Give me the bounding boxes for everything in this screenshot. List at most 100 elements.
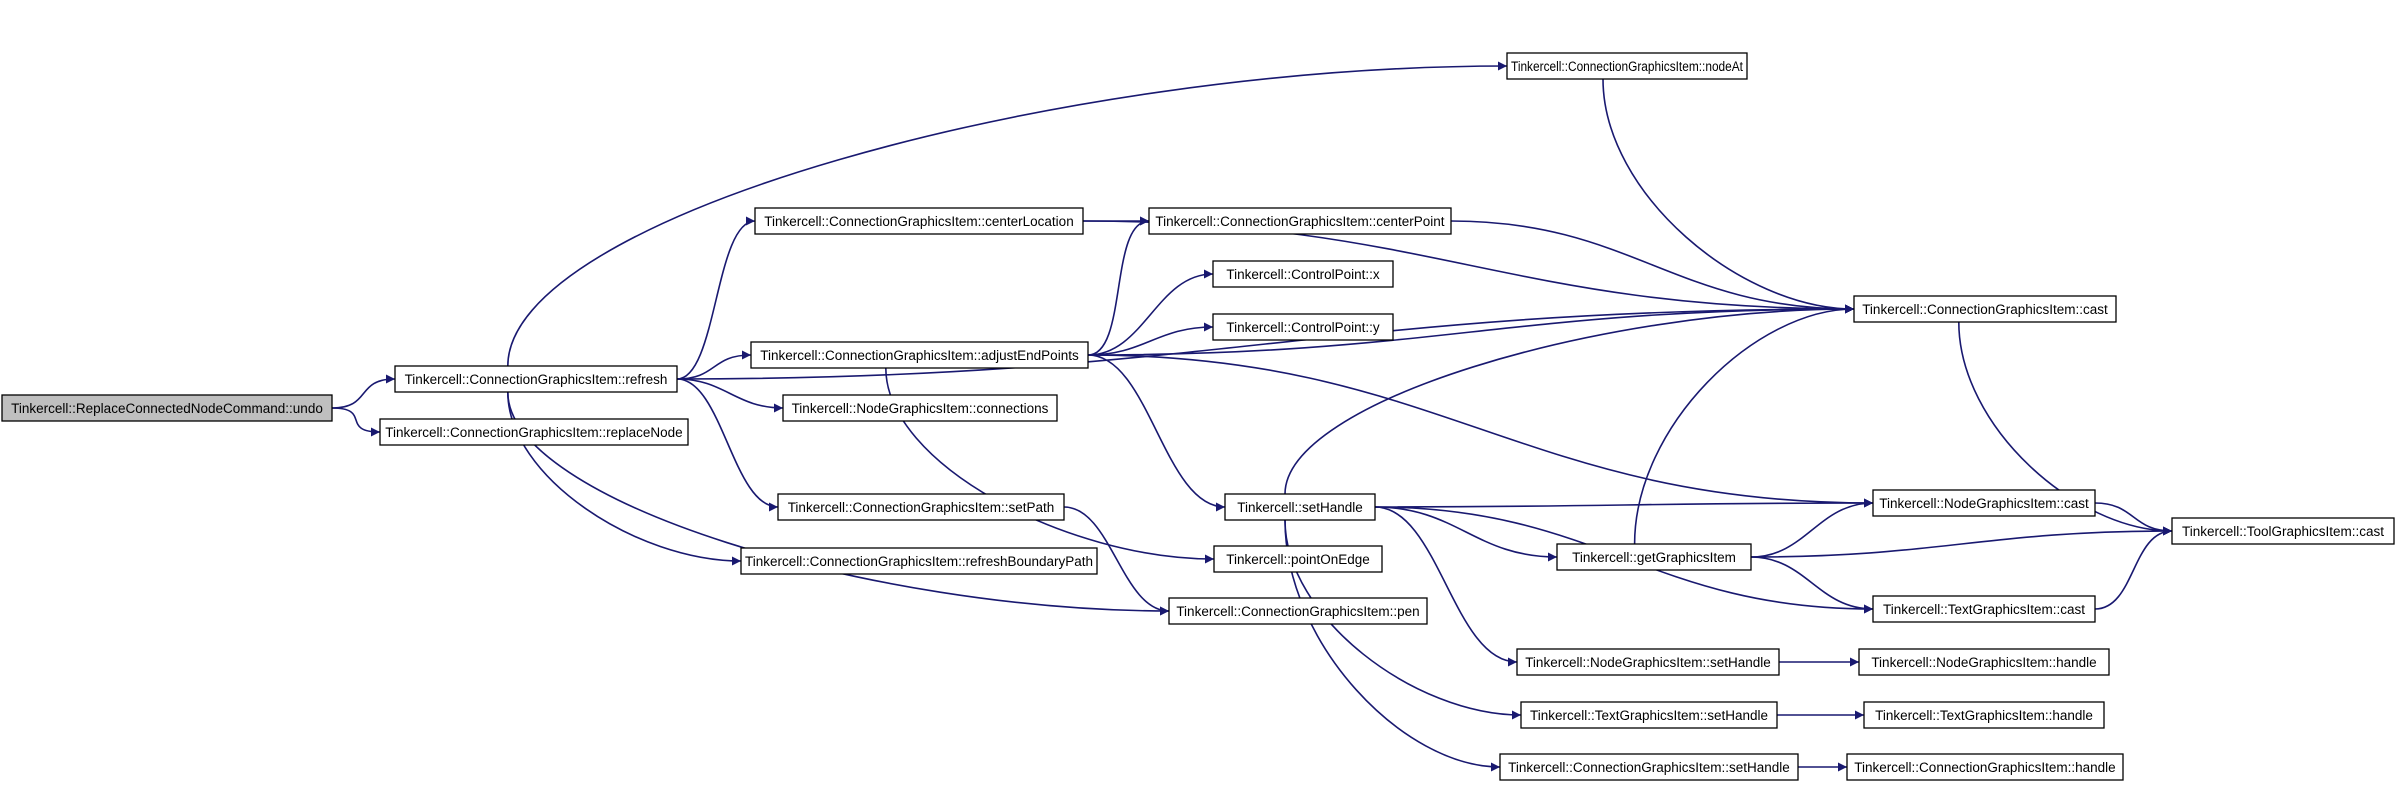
node-setPath[interactable]: Tinkercell::ConnectionGraphicsItem::setP… — [777, 493, 1065, 521]
node-refresh[interactable]: Tinkercell::ConnectionGraphicsItem::refr… — [394, 365, 678, 393]
node-ngiHandle[interactable]: Tinkercell::NodeGraphicsItem::handle — [1858, 648, 2110, 676]
nodes-layer: Tinkercell::ReplaceConnectedNodeCommand:… — [1, 52, 2395, 781]
node-label: Tinkercell::TextGraphicsItem::handle — [1875, 708, 2093, 723]
edge-adjustEndPoints-to-centerPoint — [1087, 216, 1150, 356]
node-label: Tinkercell::getGraphicsItem — [1572, 550, 1736, 565]
node-label: Tinkercell::ConnectionGraphicsItem::adju… — [760, 348, 1079, 363]
edge-line — [1602, 78, 1855, 314]
node-box — [777, 493, 1065, 521]
edge-line — [676, 350, 752, 380]
node-label: Tinkercell::ConnectionGraphicsItem::pen — [1176, 604, 1419, 619]
node-box — [754, 207, 1084, 235]
edge-line — [1750, 498, 1874, 558]
node-label: Tinkercell::ConnectionGraphicsItem::setH… — [1508, 760, 1790, 775]
edge-line — [1087, 354, 1874, 508]
edge-line — [1450, 220, 1855, 314]
node-label: Tinkercell::NodeGraphicsItem::setHandle — [1525, 655, 1771, 670]
edge-refresh-to-nodeAt — [507, 61, 1508, 367]
node-setHandle[interactable]: Tinkercell::setHandle — [1224, 493, 1376, 521]
node-label: Tinkercell::ControlPoint::x — [1226, 267, 1380, 282]
node-box — [1224, 493, 1376, 521]
node-ngiSetHandle[interactable]: Tinkercell::NodeGraphicsItem::setHandle — [1516, 648, 1780, 676]
node-undo[interactable]: Tinkercell::ReplaceConnectedNodeCommand:… — [1, 394, 333, 422]
node-label: Tinkercell::setHandle — [1237, 500, 1363, 515]
edge-getGraphicsItem-to-tgiCast — [1750, 526, 2173, 558]
node-label: Tinkercell::ConnectionGraphicsItem::setP… — [788, 500, 1055, 515]
node-box — [1168, 597, 1428, 625]
node-txtCast[interactable]: Tinkercell::TextGraphicsItem::cast — [1872, 595, 2096, 623]
node-box — [1846, 753, 2124, 781]
node-box — [750, 341, 1089, 369]
edge-setHandle-to-getGraphicsItem — [1374, 506, 1558, 562]
node-cgiHandle[interactable]: Tinkercell::ConnectionGraphicsItem::hand… — [1846, 753, 2124, 781]
edge-line — [1087, 216, 1150, 356]
node-label: Tinkercell::ConnectionGraphicsItem::refr… — [745, 554, 1093, 569]
node-box — [1516, 648, 1780, 676]
node-cpx[interactable]: Tinkercell::ControlPoint::x — [1212, 260, 1394, 288]
node-refreshBoundaryPath[interactable]: Tinkercell::ConnectionGraphicsItem::refr… — [740, 547, 1098, 575]
node-box — [1, 394, 333, 422]
node-box — [740, 547, 1098, 575]
edge-line — [676, 378, 784, 413]
edge-line — [1750, 556, 1874, 614]
edge-line — [1087, 304, 1855, 356]
edge-cgiCast-to-tgiCast — [1958, 321, 2173, 536]
edge-refresh-to-connections — [676, 378, 784, 413]
edge-line — [1087, 269, 1214, 356]
node-label: Tinkercell::ConnectionGraphicsItem::node… — [1511, 59, 1743, 74]
edge-refresh-to-centerLocation — [676, 216, 756, 380]
node-label: Tinkercell::pointOnEdge — [1226, 552, 1370, 567]
node-label: Tinkercell::ConnectionGraphicsItem::refr… — [405, 372, 668, 387]
node-tgiCast[interactable]: Tinkercell::ToolGraphicsItem::cast — [2171, 517, 2395, 545]
edge-adjustEndPoints-to-setHandle — [1087, 354, 1226, 512]
node-box — [782, 394, 1058, 422]
edge-refresh-to-cgiCast — [676, 304, 1855, 380]
edge-line — [507, 61, 1508, 367]
node-txtHandle[interactable]: Tinkercell::TextGraphicsItem::handle — [1863, 701, 2105, 729]
node-pointOnEdge[interactable]: Tinkercell::pointOnEdge — [1213, 545, 1383, 573]
edge-undo-to-refresh — [331, 374, 396, 409]
node-label: Tinkercell::TextGraphicsItem::setHandle — [1530, 708, 1768, 723]
node-ngiCast[interactable]: Tinkercell::NodeGraphicsItem::cast — [1872, 489, 2096, 517]
node-replaceNode[interactable]: Tinkercell::ConnectionGraphicsItem::repl… — [379, 418, 689, 446]
node-label: Tinkercell::ReplaceConnectedNodeCommand:… — [11, 401, 323, 416]
node-cgiSetHandle[interactable]: Tinkercell::ConnectionGraphicsItem::setH… — [1499, 753, 1799, 781]
node-box — [2171, 517, 2395, 545]
node-cpy[interactable]: Tinkercell::ControlPoint::y — [1212, 313, 1394, 341]
node-box — [1148, 207, 1452, 235]
node-box — [1506, 52, 1748, 80]
edge-line — [676, 216, 756, 380]
node-connections[interactable]: Tinkercell::NodeGraphicsItem::connection… — [782, 394, 1058, 422]
node-label: Tinkercell::ConnectionGraphicsItem::hand… — [1854, 760, 2115, 775]
node-txtSetHandle[interactable]: Tinkercell::TextGraphicsItem::setHandle — [1520, 701, 1778, 729]
node-box — [1556, 543, 1752, 571]
node-adjustEndPoints[interactable]: Tinkercell::ConnectionGraphicsItem::adju… — [750, 341, 1089, 369]
edge-line — [1633, 304, 1855, 545]
node-pen[interactable]: Tinkercell::ConnectionGraphicsItem::pen — [1168, 597, 1428, 625]
edge-txtCast-to-tgiCast — [2094, 526, 2173, 610]
node-box — [394, 365, 678, 393]
node-label: Tinkercell::ControlPoint::y — [1226, 320, 1380, 335]
edge-line — [676, 378, 779, 512]
node-cgiCast[interactable]: Tinkercell::ConnectionGraphicsItem::cast — [1853, 295, 2117, 323]
edge-setHandle-to-cgiCast — [1284, 304, 1855, 495]
node-label: Tinkercell::ConnectionGraphicsItem::cent… — [1155, 214, 1444, 229]
edge-getGraphicsItem-to-ngiCast — [1750, 498, 1874, 558]
node-label: Tinkercell::ToolGraphicsItem::cast — [2182, 524, 2384, 539]
node-nodeAt[interactable]: Tinkercell::ConnectionGraphicsItem::node… — [1506, 52, 1748, 80]
edge-line — [2094, 502, 2173, 536]
node-label: Tinkercell::NodeGraphicsItem::cast — [1879, 496, 2089, 511]
edge-adjustEndPoints-to-ngiCast — [1087, 354, 1874, 508]
node-label: Tinkercell::ConnectionGraphicsItem::cent… — [764, 214, 1073, 229]
edge-getGraphicsItem-to-cgiCast — [1633, 304, 1855, 545]
edge-setHandle-to-ngiSetHandle — [1374, 506, 1518, 667]
node-getGraphicsItem[interactable]: Tinkercell::getGraphicsItem — [1556, 543, 1752, 571]
node-box — [1520, 701, 1778, 729]
edge-centerPoint-to-cgiCast — [1450, 220, 1855, 314]
node-box — [1858, 648, 2110, 676]
node-centerLocation[interactable]: Tinkercell::ConnectionGraphicsItem::cent… — [754, 207, 1084, 235]
edge-line — [1087, 354, 1226, 512]
node-centerPoint[interactable]: Tinkercell::ConnectionGraphicsItem::cent… — [1148, 207, 1452, 235]
edge-line — [1958, 321, 2173, 536]
